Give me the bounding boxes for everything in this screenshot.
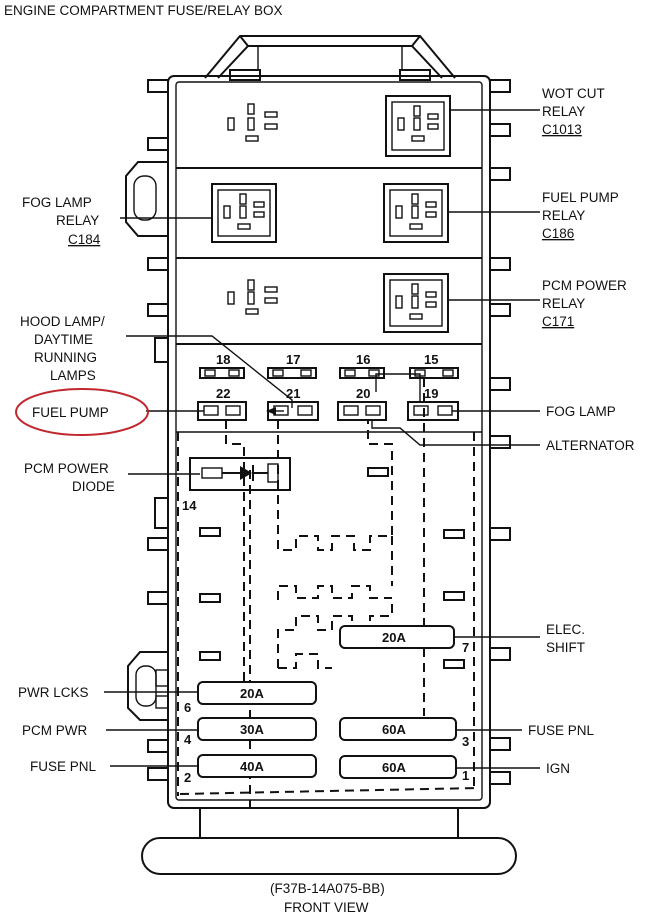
svg-text:40A: 40A bbox=[240, 759, 264, 774]
label-pwr-lcks: PWR LCKS bbox=[18, 685, 89, 700]
svg-text:C184: C184 bbox=[68, 232, 101, 247]
svg-text:19: 19 bbox=[424, 386, 438, 401]
svg-text:RELAY: RELAY bbox=[542, 208, 585, 223]
svg-text:15: 15 bbox=[424, 352, 438, 367]
box-base bbox=[141, 787, 517, 875]
svg-text:14: 14 bbox=[182, 498, 197, 513]
part-number: (F37B-14A075-BB) bbox=[270, 881, 385, 896]
maxi-fuse-fuse-pnl-right: 60A 3 bbox=[339, 717, 469, 749]
svg-text:FUEL PUMP: FUEL PUMP bbox=[542, 190, 619, 205]
empty-relay-cavity-1 bbox=[227, 103, 278, 142]
mini-fuse-row-2: 22 21 20 19 bbox=[197, 386, 459, 421]
svg-text:30A: 30A bbox=[240, 722, 264, 737]
internal-busbar-outline bbox=[177, 378, 475, 810]
svg-text:PCM POWER: PCM POWER bbox=[24, 461, 109, 476]
label-alternator: ALTERNATOR bbox=[546, 438, 635, 453]
label-fuel-pump: FUEL PUMP bbox=[32, 405, 109, 420]
svg-text:60A: 60A bbox=[382, 760, 406, 775]
svg-text:WOT CUT: WOT CUT bbox=[542, 86, 605, 101]
svg-text:1: 1 bbox=[462, 768, 469, 783]
svg-text:PCM POWER: PCM POWER bbox=[542, 278, 627, 293]
svg-text:18: 18 bbox=[216, 352, 230, 367]
svg-text:60A: 60A bbox=[382, 722, 406, 737]
label-fuse-pnl-right: FUSE PNL bbox=[528, 723, 595, 738]
fuse-box-housing bbox=[125, 75, 511, 809]
maxi-fuse-fuse-pnl-left: 40A 2 bbox=[184, 754, 317, 785]
maxi-fuse-pcm-pwr: 30A 4 bbox=[184, 717, 317, 747]
svg-text:22: 22 bbox=[216, 386, 230, 401]
svg-text:FOG LAMP: FOG LAMP bbox=[22, 195, 92, 210]
svg-text:SHIFT: SHIFT bbox=[546, 640, 585, 655]
svg-text:C171: C171 bbox=[542, 314, 574, 329]
label-wot-cutout-relay: WOT CUT RELAY C1013 bbox=[542, 86, 605, 137]
diagram-title: ENGINE COMPARTMENT FUSE/RELAY BOX bbox=[4, 3, 283, 18]
svg-text:2: 2 bbox=[184, 770, 191, 785]
svg-text:C1013: C1013 bbox=[542, 122, 582, 137]
wot-cutout-relay bbox=[385, 95, 451, 157]
maxi-fuse-elec-shift: 20A 7 bbox=[339, 625, 469, 655]
svg-text:LAMPS: LAMPS bbox=[50, 368, 96, 383]
maxi-fuse-ign: 60A 1 bbox=[339, 755, 469, 783]
label-pcm-power-diode: PCM POWER DIODE bbox=[24, 461, 115, 494]
fuel-pump-relay bbox=[383, 183, 449, 243]
mini-fuse-row-1: 18 17 16 15 bbox=[199, 352, 459, 379]
svg-text:RELAY: RELAY bbox=[542, 104, 585, 119]
label-pcm-pwr: PCM PWR bbox=[22, 723, 87, 738]
svg-text:17: 17 bbox=[286, 352, 300, 367]
svg-text:20: 20 bbox=[356, 386, 370, 401]
svg-text:20A: 20A bbox=[240, 686, 264, 701]
svg-text:6: 6 bbox=[184, 700, 191, 715]
label-pcm-power-relay: PCM POWER RELAY C171 bbox=[542, 278, 627, 329]
svg-text:RELAY: RELAY bbox=[542, 296, 585, 311]
top-handle bbox=[204, 35, 456, 81]
label-fog-lamp-relay: FOG LAMP RELAY C184 bbox=[22, 195, 101, 247]
fog-lamp-relay bbox=[211, 183, 277, 243]
svg-text:7: 7 bbox=[462, 640, 469, 655]
svg-text:DAYTIME: DAYTIME bbox=[34, 332, 93, 347]
svg-text:RELAY: RELAY bbox=[56, 213, 99, 228]
svg-text:ELEC.: ELEC. bbox=[546, 622, 585, 637]
svg-text:16: 16 bbox=[356, 352, 370, 367]
label-fuel-pump-relay: FUEL PUMP RELAY C186 bbox=[542, 190, 619, 241]
maxi-fuse-pwr-lcks: 20A 6 bbox=[184, 681, 317, 715]
label-ign: IGN bbox=[546, 761, 570, 776]
small-slot-cavities bbox=[155, 467, 465, 709]
svg-text:HOOD LAMP/: HOOD LAMP/ bbox=[20, 314, 105, 329]
fuel-pump-highlight-circle bbox=[15, 388, 149, 436]
pcm-power-diode: 14 bbox=[182, 457, 291, 513]
leader-lines bbox=[104, 109, 540, 769]
svg-text:3: 3 bbox=[462, 734, 469, 749]
svg-text:RUNNING: RUNNING bbox=[34, 350, 97, 365]
empty-relay-cavity-2 bbox=[227, 279, 278, 315]
svg-text:C186: C186 bbox=[542, 226, 574, 241]
pcm-power-relay bbox=[383, 273, 449, 333]
label-hood-lamp-drl: HOOD LAMP/ DAYTIME RUNNING LAMPS bbox=[20, 314, 105, 383]
view-caption: FRONT VIEW bbox=[284, 900, 369, 915]
svg-text:21: 21 bbox=[286, 386, 300, 401]
svg-text:DIODE: DIODE bbox=[72, 479, 115, 494]
label-fog-lamp: FOG LAMP bbox=[546, 404, 616, 419]
svg-text:20A: 20A bbox=[382, 630, 406, 645]
label-elec-shift: ELEC. SHIFT bbox=[546, 622, 585, 655]
svg-text:4: 4 bbox=[184, 732, 192, 747]
label-fuse-pnl-left: FUSE PNL bbox=[30, 759, 97, 774]
